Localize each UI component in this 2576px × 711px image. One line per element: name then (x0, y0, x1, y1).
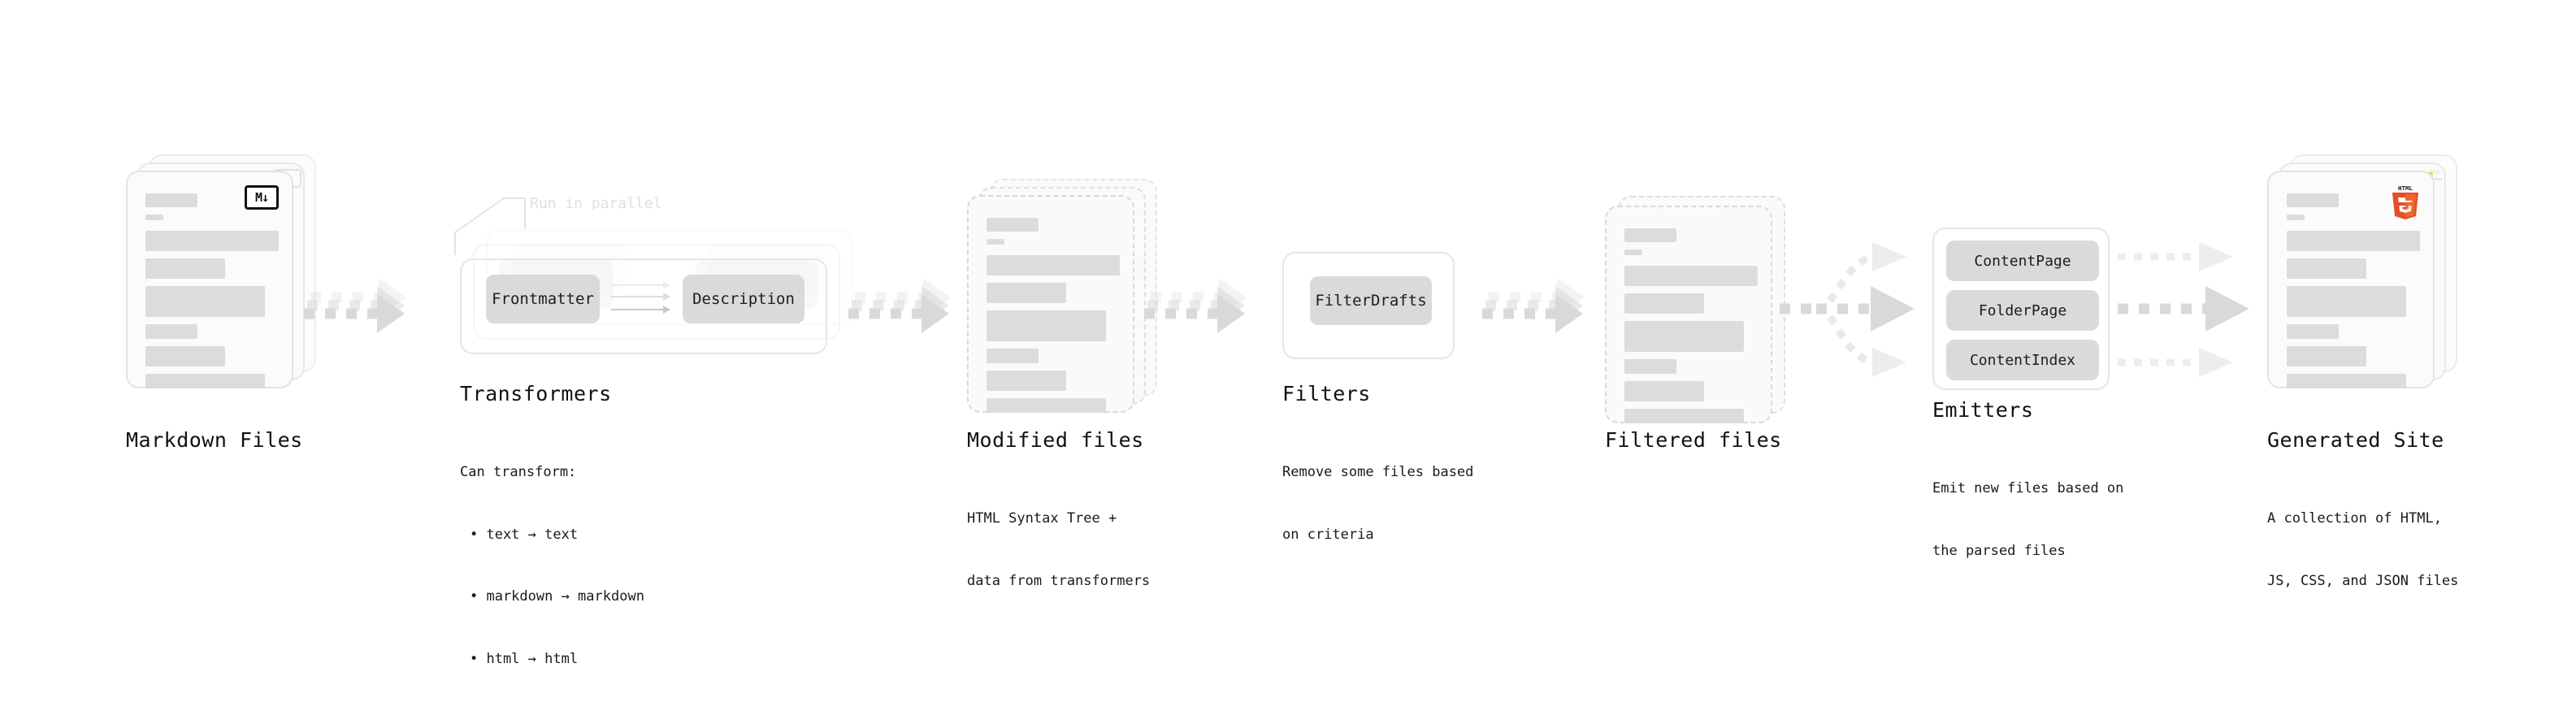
flow-arrow (848, 294, 949, 333)
file-skeleton (987, 218, 1120, 420)
filters-panel: FilterDrafts (1282, 252, 1455, 359)
file-skeleton (2287, 193, 2420, 396)
emitter-chip-contentpage[interactable]: ContentPage (1946, 241, 2099, 281)
emitters-caption: Emit new files based on the parsed files (1932, 480, 2124, 559)
transform-arrow (611, 284, 670, 286)
modified-files-title: Modified files (967, 428, 1144, 452)
transform-arrow (611, 296, 670, 297)
modified-file-card-front (967, 195, 1134, 413)
emitters-title: Emitters (1932, 398, 2034, 422)
transformers-title: Transformers (460, 382, 612, 405)
run-in-parallel-leader (454, 197, 526, 255)
transformer-chip-frontmatter[interactable]: Frontmatter (486, 275, 600, 323)
flow-arrow (1144, 294, 1245, 333)
filters-caption: Remove some files based on criteria (1282, 464, 1474, 543)
transform-arrow (611, 309, 670, 310)
branch-arrows-out (2118, 242, 2249, 377)
markdown-files-title: Markdown Files (126, 428, 303, 452)
modified-files-caption: HTML Syntax Tree + data from transformer… (967, 510, 1151, 589)
flow-arrow (304, 294, 405, 333)
svg-text:HTML: HTML (2398, 186, 2413, 193)
transformers-caption: Can transform: • text → text • markdown … (460, 464, 644, 667)
transformer-chip-description[interactable]: Description (683, 275, 804, 323)
html5-icon: HTML (2392, 186, 2418, 219)
file-skeleton (1624, 228, 1758, 431)
branch-arrows-in (1780, 242, 1915, 377)
emitter-chip-contentindex[interactable]: ContentIndex (1946, 340, 2099, 380)
run-in-parallel-label: Run in parallel (530, 195, 662, 212)
generated-site-title: Generated Site (2267, 428, 2444, 452)
file-skeleton (145, 193, 279, 396)
markdown-file-card-front: M↓ (126, 171, 293, 388)
transformer-panel-front: Frontmatter Description (460, 258, 827, 354)
emitter-chip-folderpage[interactable]: FolderPage (1946, 290, 2099, 331)
filters-title: Filters (1282, 382, 1371, 405)
filtered-file-card-front (1605, 206, 1772, 423)
filter-chip-filterdrafts[interactable]: FilterDrafts (1310, 276, 1432, 325)
emitters-panel: ContentPage FolderPage ContentIndex (1932, 228, 2110, 390)
generated-site-caption: A collection of HTML, JS, CSS, and JSON … (2267, 510, 2459, 589)
pipeline-diagram: M↓ M↓ M↓ Markdown Files (0, 0, 2576, 681)
markdown-icon: M↓ (245, 185, 279, 210)
flow-arrow (1482, 294, 1583, 333)
filtered-files-title: Filtered files (1605, 428, 1782, 452)
generated-file-card-front: HTML (2267, 171, 2435, 388)
